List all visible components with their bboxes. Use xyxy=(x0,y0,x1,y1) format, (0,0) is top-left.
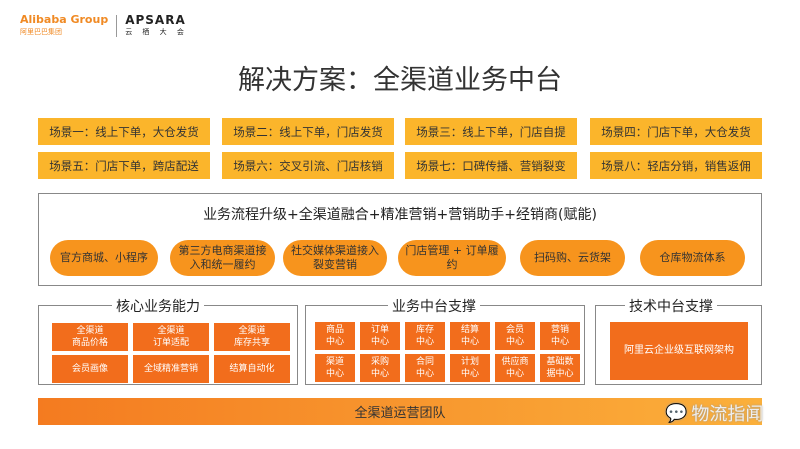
watermark: 💬物流指闻 xyxy=(665,402,764,426)
middle-center: 营销 中心 xyxy=(540,322,580,350)
core-item: 全渠道 库存共享 xyxy=(214,323,290,351)
middle-center: 基础数 据中心 xyxy=(540,354,580,382)
scene-box: 场景四：门店下单，大仓发货 xyxy=(590,118,762,145)
middle-center: 库存 中心 xyxy=(405,322,445,350)
page-title: 解决方案：全渠道业务中台 xyxy=(238,65,562,96)
core-item: 全域精准营销 xyxy=(133,355,209,383)
scene-box: 场景八：轻店分销，销售返佣 xyxy=(590,152,762,179)
middle-center: 供应商 中心 xyxy=(495,354,535,382)
scene-box: 场景三：线上下单，门店自提 xyxy=(405,118,577,145)
core-item: 全渠道 订单适配 xyxy=(133,323,209,351)
core-title: 核心业务能力 xyxy=(112,296,204,316)
wechat-icon: 💬 xyxy=(665,402,688,424)
logo-divider xyxy=(116,15,118,37)
middle-center: 计划 中心 xyxy=(450,354,490,382)
flow-heading: 业务流程升级+全渠道融合+精准营销+营销助手+经销商(赋能) xyxy=(203,207,597,223)
middle-center: 订单 中心 xyxy=(360,322,400,350)
scene-box: 场景六：交叉引流、门店核销 xyxy=(222,152,394,179)
scene-box: 场景一：线上下单，大仓发货 xyxy=(38,118,210,145)
middle-center: 会员 中心 xyxy=(495,322,535,350)
core-item: 全渠道 商品价格 xyxy=(52,323,128,351)
middle-center: 商品 中心 xyxy=(315,322,355,350)
core-item: 结算自动化 xyxy=(214,355,290,383)
scene-box: 场景七：口碑传播、营销裂变 xyxy=(405,152,577,179)
capability-pill: 扫码购、云货架 xyxy=(520,240,625,276)
capability-pill: 官方商城、小程序 xyxy=(50,240,158,276)
capability-pill: 仓库物流体系 xyxy=(640,240,745,276)
scene-box: 场景五：门店下单，跨店配送 xyxy=(38,152,210,179)
tech-item: 阿里云企业级互联网架构 xyxy=(610,322,748,380)
middle-center: 结算 中心 xyxy=(450,322,490,350)
middle-center: 合同 中心 xyxy=(405,354,445,382)
tech-title: 技术中台支撑 xyxy=(625,296,717,316)
middle-title: 业务中台支撑 xyxy=(388,296,480,316)
middle-center: 渠道 中心 xyxy=(315,354,355,382)
capability-pill: 门店管理 + 订单履约 xyxy=(398,240,506,276)
capability-pill: 社交媒体渠道接入裂变营销 xyxy=(283,240,387,276)
capability-pill: 第三方电商渠道接入和统一履约 xyxy=(170,240,275,276)
bottom-bar: 全渠道运营团队 xyxy=(38,398,762,425)
core-item: 会员画像 xyxy=(52,355,128,383)
flow-box xyxy=(38,193,762,286)
scene-box: 场景二：线上下单，门店发货 xyxy=(222,118,394,145)
middle-center: 采购 中心 xyxy=(360,354,400,382)
